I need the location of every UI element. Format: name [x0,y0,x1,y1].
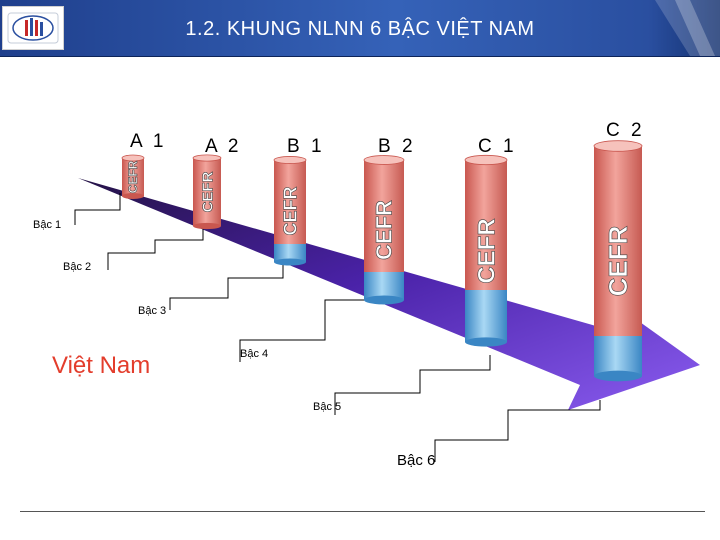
cefr-column-b2: CEFR [363,155,405,305]
column-label-b2: B 2 [378,136,416,157]
level-label-5: Bậc 5 [313,401,341,413]
cefr-column-body [594,146,642,336]
page-title: 1.2. KHUNG NLNN 6 BẬC VIỆT NAM [185,18,535,40]
column-label-c2: C 2 [606,120,645,141]
level-label-3: Bậc 3 [138,305,166,317]
cefr-column-a2: CEFR [192,154,222,230]
column-label-b1: B 1 [287,136,325,157]
cefr-column-body [193,158,221,226]
cefr-column-c2: CEFR [593,140,643,382]
cefr-column-base [594,336,642,376]
level-label-4: Bậc 4 [240,348,268,360]
column-label-a2: A 2 [205,136,241,157]
cefr-label-b1: CEFR [280,187,300,236]
cefr-label-b2: CEFR [372,200,397,260]
column-label-c1: C 1 [478,136,517,157]
cefr-column-body [364,160,404,272]
cefr-column-base [364,272,404,300]
cefr-label-a1: CEFR [126,160,140,193]
footer-divider [20,511,705,512]
cefr-columns: CEFR CEFR CEFR CEFR CEFR CEFR [121,140,643,382]
university-logo [2,6,64,50]
vietnam-label: Việt Nam [52,352,151,379]
level-label-2: Bậc 2 [63,261,91,273]
logo-emblem-icon [7,12,59,44]
level-label-6: Bậc 6 [397,452,435,469]
header-bar: 1.2. KHUNG NLNN 6 BẬC VIỆT NAM [0,0,720,58]
header-background [0,0,720,57]
cefr-column-body [122,158,144,196]
cefr-column-body [274,160,306,244]
cefr-column-base [274,244,306,262]
cefr-label-c1: CEFR [473,218,500,283]
cefr-label-a2: CEFR [199,171,216,212]
cefr-column-body [465,160,507,290]
level-label-1: Bậc 1 [33,219,61,231]
cefr-column-b1: CEFR [273,156,307,266]
column-label-a1: A 1 [130,131,166,152]
column-labels: A 1 A 2 B 1 B 2 C 1 C 2 [130,120,645,157]
cefr-column-c1: CEFR [464,154,508,347]
cefr-label-c2: CEFR [603,225,633,296]
cefr-column-a1: CEFR [121,154,145,199]
level-labels: Bậc 1 Bậc 2 Bậc 3 Bậc 4 Bậc 5 Bậc 6 [33,219,435,469]
cefr-column-base [465,290,507,342]
